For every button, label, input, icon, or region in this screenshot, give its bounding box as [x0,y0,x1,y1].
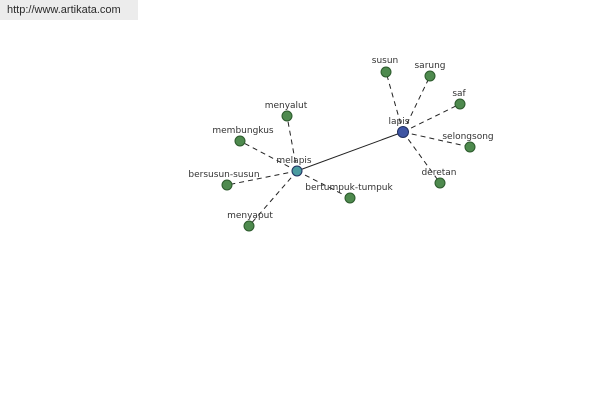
node-deretan[interactable] [434,177,446,189]
node-label-melapis: melapis [276,156,312,166]
edge-lapis-selongsong [402,131,471,148]
node-menyalut[interactable] [281,110,293,122]
node-membungkus[interactable] [234,135,246,147]
edge-melapis-menyalut [286,115,298,172]
watermark-url: http://www.artikata.com [0,0,138,20]
node-label-membungkus: membungkus [212,126,274,136]
edge-lapis-sarung [402,75,431,133]
node-label-menyalut: menyalut [265,101,308,111]
edge-melapis-membungkus [239,140,298,172]
edge-melapis-bertumpuk-tumpuk [296,170,351,199]
node-label-sarung: sarung [414,61,445,71]
edges-layer [226,71,471,227]
edge-melapis-lapis [296,131,404,172]
node-label-bersusun-susun: bersusun-susun [188,170,259,180]
edge-lapis-deretan [402,131,441,184]
node-lapis[interactable] [397,126,409,138]
node-label-selongsong: selongsong [442,132,493,142]
node-bersusun-susun[interactable] [221,179,233,191]
nodes-layer [221,66,476,232]
node-susun[interactable] [380,66,392,78]
node-label-menyaput: menyaput [227,211,273,221]
node-selongsong[interactable] [464,141,476,153]
node-sarung[interactable] [424,70,436,82]
node-label-saf: saf [452,89,466,99]
edge-lapis-saf [402,103,461,133]
node-label-deretan: deretan [421,168,456,178]
edge-melapis-bersusun-susun [226,170,298,186]
node-menyaput[interactable] [243,220,255,232]
node-bertumpuk-tumpuk[interactable] [344,192,356,204]
edge-lapis-susun [385,71,404,133]
node-label-susun: susun [372,56,399,66]
node-melapis[interactable] [291,165,303,177]
edge-melapis-menyaput [248,170,298,227]
labels-layer: melapis lapis susun sarung saf selongsong dere… [188,56,493,221]
node-label-lapis: lapis [389,117,410,127]
node-label-bertumpuk-tumpuk: bertumpuk-tumpuk [305,183,393,193]
node-saf[interactable] [454,98,466,110]
